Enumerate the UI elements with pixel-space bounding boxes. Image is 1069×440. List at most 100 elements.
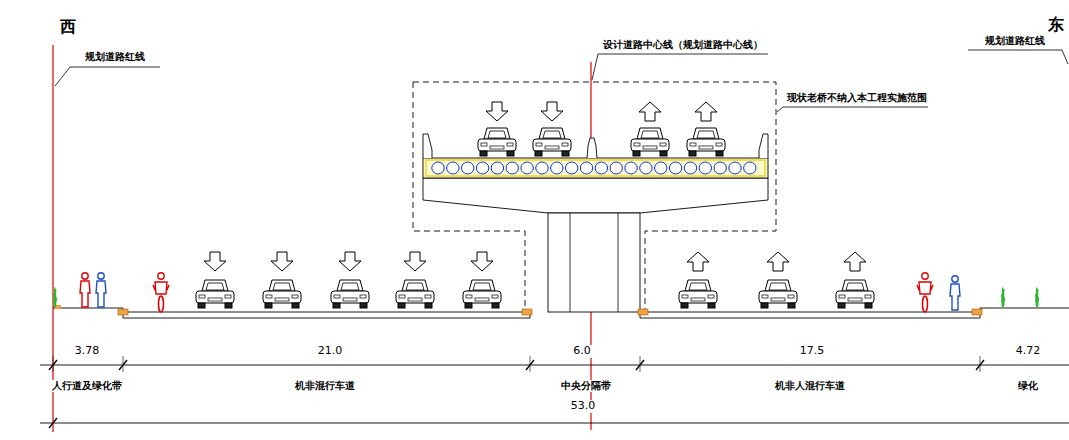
pier-line — [570, 213, 571, 312]
leader-line — [598, 54, 768, 55]
red-line-label: 规划道路红线 — [83, 51, 147, 63]
extension-line — [123, 356, 124, 372]
deck-edge — [426, 160, 765, 176]
segment-name: 人行道及绿化带 — [50, 380, 124, 392]
pedestrian-icon — [950, 276, 960, 310]
dimension-tick — [49, 418, 57, 428]
curb-stone — [638, 309, 648, 315]
pier-column — [548, 213, 640, 312]
slab-void — [447, 162, 459, 174]
car-icon — [396, 280, 434, 308]
up-arrow — [695, 102, 717, 121]
leader-line — [592, 54, 598, 80]
leader-line — [1062, 50, 1068, 64]
shrub-icon — [1002, 287, 1005, 307]
segment-name: 绿化 — [1016, 380, 1040, 392]
slab-void — [744, 162, 756, 174]
slab-void — [714, 162, 726, 174]
center-line-label: 设计道路中心线（规划道路中心线） — [601, 39, 765, 51]
down-arrow — [204, 252, 226, 271]
slab-void — [669, 162, 681, 174]
curb-stone — [118, 309, 128, 315]
red-line — [52, 45, 53, 432]
car-icon — [687, 128, 725, 156]
deck-slab — [423, 158, 768, 178]
leader-line — [70, 67, 160, 68]
leader-line — [968, 50, 1062, 51]
car-icon — [463, 280, 501, 308]
extension-line — [980, 356, 981, 372]
slab-void — [699, 162, 711, 174]
slab-void — [729, 162, 741, 174]
slab-void — [684, 162, 696, 174]
segment-name: 机非人混行车道 — [773, 380, 847, 392]
leader-line — [777, 107, 783, 112]
car-icon — [759, 280, 797, 308]
cyclist-icon — [917, 273, 933, 312]
slab-void — [625, 162, 637, 174]
car-icon — [533, 128, 571, 156]
slab-void — [551, 162, 563, 174]
direction-label: 西 — [58, 18, 78, 36]
shrub-icon — [1036, 287, 1039, 307]
car-icon — [263, 280, 301, 308]
slab-void — [506, 162, 518, 174]
down-arrow — [339, 252, 361, 271]
pedestrian-icon — [96, 273, 106, 307]
dimension-value: 4.72 — [1014, 345, 1043, 358]
up-arrow — [844, 252, 866, 271]
down-arrow — [404, 252, 426, 271]
down-arrow — [271, 252, 293, 271]
pier-line — [618, 213, 619, 312]
red-line-label: 规划道路红线 — [983, 35, 1047, 47]
dimension-line — [40, 423, 1069, 424]
direction-label: 东 — [1046, 16, 1066, 34]
extension-line — [640, 356, 641, 372]
slab-void — [595, 162, 607, 174]
pedestrian-icon — [80, 273, 90, 307]
slab-void — [476, 162, 488, 174]
extension-line — [530, 356, 531, 372]
segment-name: 机非混行车道 — [293, 380, 357, 392]
dimension-value: 3.78 — [73, 345, 102, 358]
slab-void — [640, 162, 652, 174]
down-arrow — [471, 252, 493, 271]
parapet — [759, 134, 768, 158]
curb-stone — [972, 309, 982, 315]
median-barrier — [587, 138, 597, 158]
down-arrow — [486, 102, 508, 121]
car-icon — [679, 280, 717, 308]
car-icon — [196, 280, 234, 308]
leader-line — [55, 67, 70, 86]
slab-void — [462, 162, 474, 174]
car-icon — [836, 280, 874, 308]
curb-stone — [522, 309, 532, 315]
slab-void — [655, 162, 667, 174]
slab-void — [521, 162, 533, 174]
up-arrow — [767, 252, 789, 271]
slab-void — [536, 162, 548, 174]
dimension-value: 6.0 — [571, 345, 593, 358]
slab-void — [565, 162, 577, 174]
dimension-line — [40, 365, 1069, 366]
car-icon — [631, 128, 669, 156]
slab-void — [610, 162, 622, 174]
slab-void — [491, 162, 503, 174]
slab-void — [432, 162, 444, 174]
dimension-value: 17.5 — [798, 345, 827, 358]
up-arrow — [639, 102, 661, 121]
cyclist-icon — [153, 273, 169, 312]
car-icon — [331, 280, 369, 308]
east-road — [640, 308, 1069, 318]
callout-note: 现状老桥不纳入本工程实施范围 — [785, 92, 929, 104]
up-arrow — [687, 252, 709, 271]
extension-line — [53, 356, 54, 372]
dimension-value: 53.0 — [569, 400, 598, 413]
leader-line — [783, 107, 928, 108]
curb-stone — [55, 305, 61, 309]
car-icon — [478, 128, 516, 156]
slab-void — [580, 162, 592, 174]
shrub-icon — [54, 287, 57, 307]
